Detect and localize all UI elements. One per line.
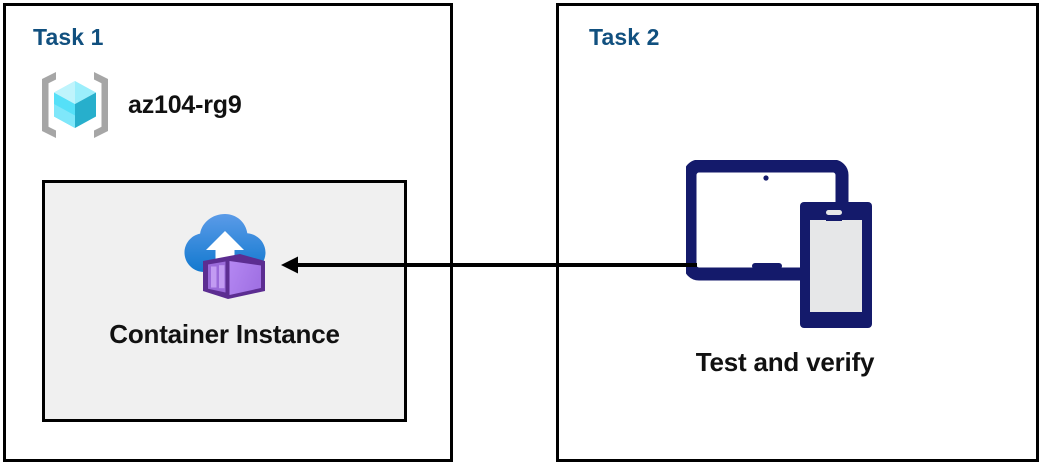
container-instance-label: Container Instance xyxy=(109,319,340,349)
tablet-and-phone-devices-icon xyxy=(686,160,884,335)
resource-group-row: az104-rg9 xyxy=(36,66,242,144)
test-and-verify-label: Test and verify xyxy=(695,347,875,377)
resource-box-container-instance: Container Instance xyxy=(42,180,407,422)
task-1-title: Task 1 xyxy=(33,24,104,50)
task-2-title: Task 2 xyxy=(589,24,660,50)
task-panel-1: Task 1 xyxy=(3,3,453,462)
azure-resource-group-icon xyxy=(36,66,114,144)
azure-container-instance-icon xyxy=(173,183,277,307)
resource-group-label: az104-rg9 xyxy=(128,90,242,119)
test-and-verify-group: Test and verify xyxy=(670,160,900,378)
task-panel-2: Task 2 xyxy=(556,3,1039,462)
